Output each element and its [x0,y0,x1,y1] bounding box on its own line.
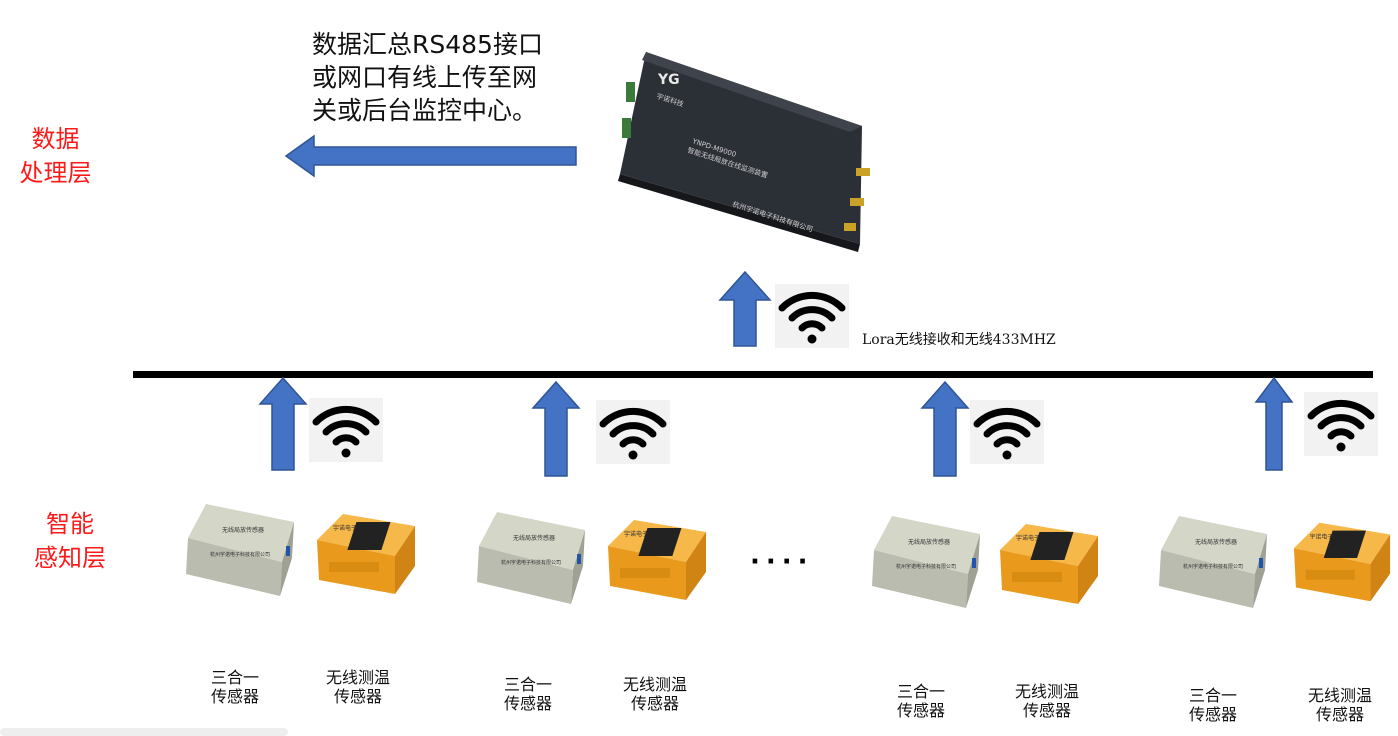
temp-sensor-tag: 宇诺电子 [624,530,648,538]
upload-note: 数据汇总RS485接口 或网口有线上传至网 关或后台监控中心。 [312,28,582,127]
three-in-one-sensor: 无线局放传感器 杭州宇诺电子科技有限公司 [186,504,294,596]
gateway-logo-icon: YG [657,72,680,88]
more-sensors-ellipsis: ···· [750,547,814,577]
wireless-note: Lora无线接收和无线433MHZ [862,332,1056,348]
sensor-box-company: 杭州宇诺电子科技有限公司 [896,563,956,570]
three-in-one-sensor: 无线局放传感器 杭州宇诺电子科技有限公司 [477,512,585,604]
arrow-up-icon [258,376,308,471]
wifi-icon [599,407,667,460]
upload-note-line3: 关或后台监控中心。 [312,96,538,125]
qr-code-icon [1323,530,1366,559]
sensor-box-company: 杭州宇诺电子科技有限公司 [501,559,561,566]
wireless-temp-sensor: 宇诺电子 [608,520,706,600]
processing-layer-line1: 数据 [31,125,80,153]
sensor-label-three-in-one: 三合一 传感器 [896,682,945,720]
upload-note-line2: 或网口有线上传至网 [312,63,538,92]
processing-layer-line2: 处理层 [19,159,92,187]
upload-note-line1: 数据汇总RS485接口 [312,30,543,59]
arrow-up-icon [531,380,581,477]
wifi-icon [973,407,1041,460]
temp-sensor-tag: 宇诺电子 [333,524,357,532]
wifi-icon-group3 [970,400,1044,464]
perception-layer-line1: 智能 [46,510,94,538]
sensor-box-company: 杭州宇诺电子科技有限公司 [1183,563,1243,570]
wireless-temp-sensor: 宇诺电子 [1000,524,1098,604]
three-in-one-sensor: 无线局放传感器 杭州宇诺电子科技有限公司 [1159,516,1267,608]
wifi-icon [1307,399,1375,452]
three-in-one-sensor: 无线局放传感器 杭州宇诺电子科技有限公司 [872,516,980,608]
bus-line [133,371,1373,378]
wifi-icon-group2 [596,400,670,464]
wifi-icon-gateway [775,284,849,348]
wireless-temp-sensor: 宇诺电子 [317,514,415,594]
sensor-label-wireless-temp: 无线测温 传感器 [622,675,687,713]
qr-code-icon [1030,532,1074,560]
temp-sensor-tag: 宇诺电子 [1310,532,1334,540]
wifi-icon [312,405,380,458]
gateway-device: YG 宇诺科技 YNPD-M9000 智能无线局放在线监测装置 杭州宇诺电子科技… [618,52,870,252]
temp-sensor-tag: 宇诺电子 [1016,534,1040,542]
scroll-bar [0,728,288,736]
sensor-label-three-in-one: 三合一 传感器 [210,668,259,706]
arrow-up-icon [920,380,970,477]
arrow-up-icon [1254,376,1294,471]
arrow-left-icon [284,134,577,178]
perception-layer-line2: 感知层 [34,544,106,572]
wireless-temp-sensor: 宇诺电子 [1293,522,1391,602]
arrow-up-icon [718,270,772,347]
qr-code-icon [347,522,391,550]
sensor-label-three-in-one: 三合一 传感器 [1188,686,1237,724]
sensor-box-name: 无线局放传感器 [1195,538,1237,546]
sensor-label-three-in-one: 三合一 传感器 [503,675,552,713]
perception-layer-label: 智能 感知层 [20,507,120,575]
sensor-box-company: 杭州宇诺电子科技有限公司 [210,551,270,558]
wifi-icon [778,291,846,344]
sensor-box-name: 无线局放传感器 [908,538,950,546]
sensor-label-wireless-temp: 无线测温 传感器 [1014,682,1079,720]
wifi-icon-group4 [1304,392,1378,456]
qr-code-icon [638,528,682,556]
sensor-box-name: 无线局放传感器 [222,526,264,534]
wifi-icon-group1 [309,398,383,462]
processing-layer-label: 数据 处理层 [8,122,103,190]
sensor-box-name: 无线局放传感器 [513,534,555,542]
sensor-label-wireless-temp: 无线测温 传感器 [1307,686,1372,724]
sensor-label-wireless-temp: 无线测温 传感器 [325,668,390,706]
